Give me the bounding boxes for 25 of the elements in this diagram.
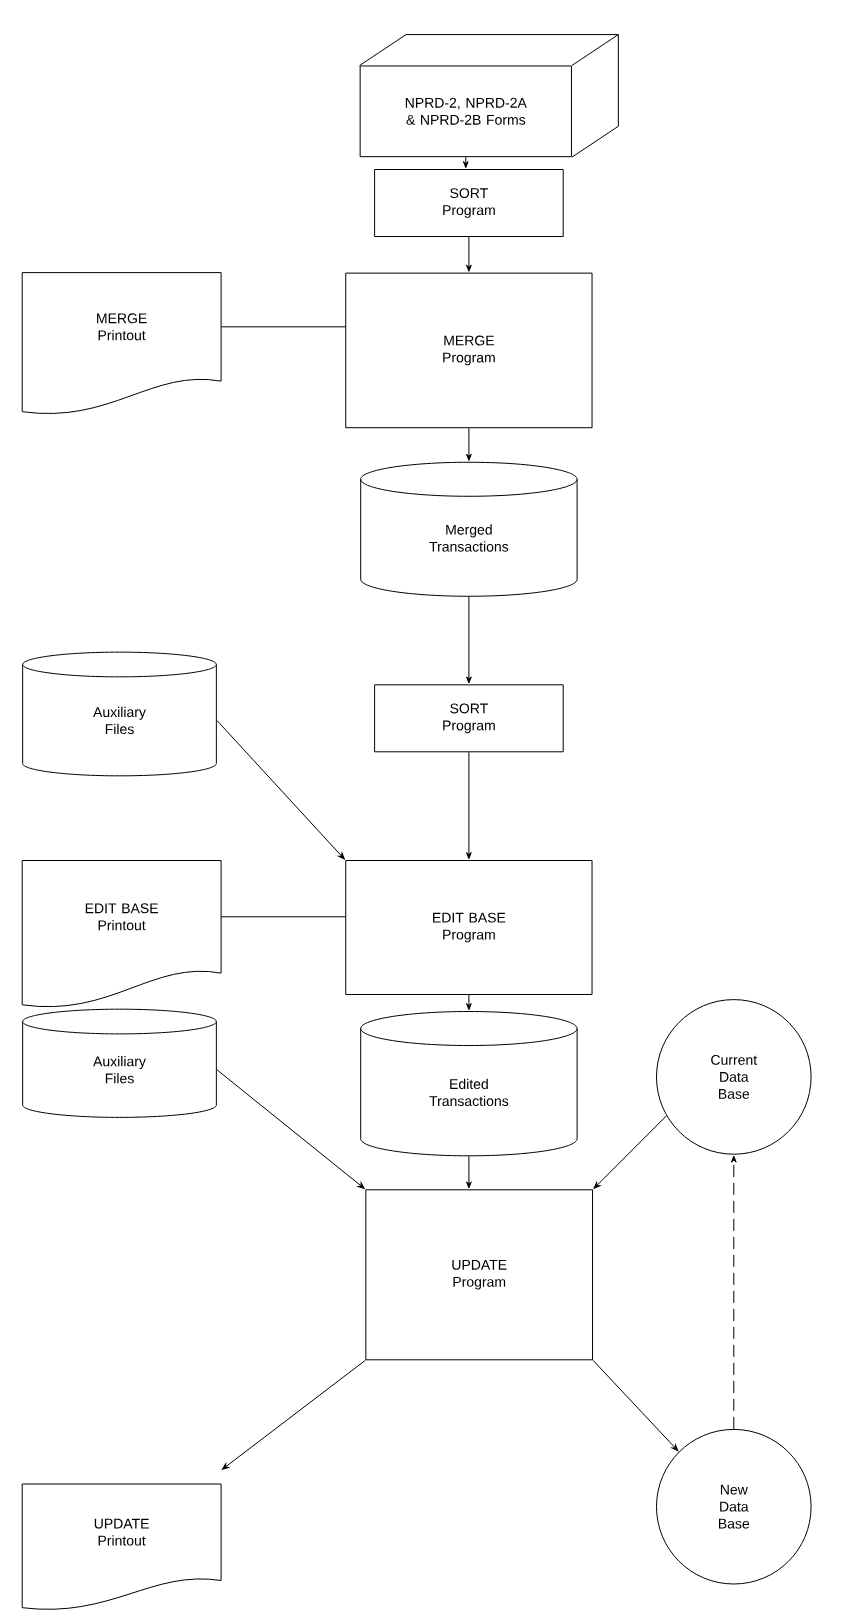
dashed-arrow [730, 1155, 737, 1430]
process-box: UPDATE Program [365, 1189, 594, 1361]
process-box: SORT Program [374, 684, 564, 753]
arrow [216, 1069, 365, 1189]
arrow [466, 427, 472, 461]
arrow [466, 994, 472, 1011]
process-box: MERGE Program [345, 272, 593, 429]
storage-cylinder: Merged Transactions [360, 461, 578, 597]
arrow [221, 1359, 366, 1470]
forms-box: NPRD-2, NPRD-2A & NPRD-2B Forms [359, 34, 619, 158]
arrow [592, 1359, 679, 1452]
connector-line [220, 326, 346, 328]
arrow [466, 751, 472, 860]
connector-line [220, 916, 346, 918]
storage-cylinder: Auxiliary Files [22, 1008, 217, 1118]
arrow [216, 719, 345, 860]
arrow [466, 1155, 472, 1189]
arrow [466, 236, 472, 272]
arrow [462, 156, 469, 169]
arrow [593, 1115, 667, 1189]
process-box: EDIT BASE Program [345, 860, 593, 995]
storage-cylinder: Edited Transactions [360, 1011, 578, 1157]
process-box: SORT Program [374, 169, 564, 237]
arrow [466, 596, 472, 684]
storage-cylinder: Auxiliary Files [22, 651, 217, 777]
